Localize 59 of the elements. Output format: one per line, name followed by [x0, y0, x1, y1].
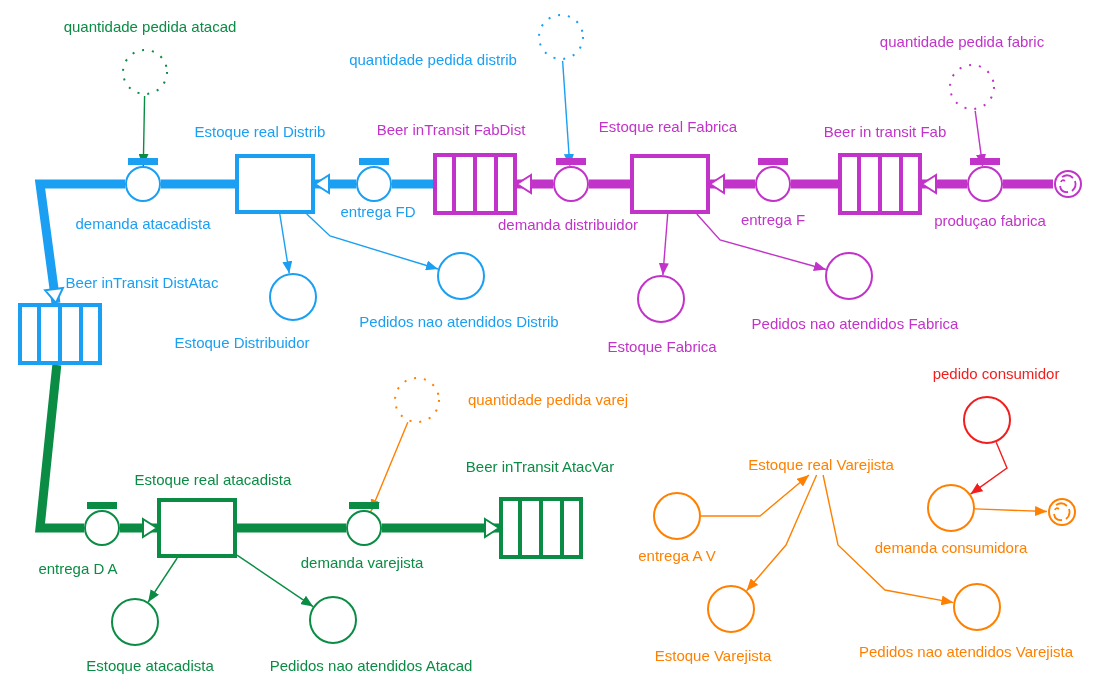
variable-label: Pedidos nao atendidos Fabrica — [751, 315, 959, 333]
variable-label: Beer inTransit AtacVar — [465, 458, 615, 476]
link-arrow — [279, 213, 293, 274]
variable-label: entrega F — [740, 211, 806, 229]
flow-pipe — [314, 174, 356, 194]
variable-label: Beer inTransit DistAtac — [65, 274, 219, 292]
flow-pipe — [1003, 179, 1053, 189]
flow-pipe — [516, 174, 553, 194]
variable-label: Estoque atacadista — [86, 657, 214, 675]
link-arrow — [822, 474, 955, 606]
link-arrow — [370, 421, 409, 513]
link-arrow — [700, 474, 810, 517]
link-arrow — [147, 557, 178, 603]
flow-pipe — [921, 174, 967, 194]
variable-label: Beer inTransit FabDist — [376, 121, 526, 139]
link-arrow — [561, 60, 574, 167]
flow-pipe — [382, 518, 500, 538]
flow-pipe — [392, 179, 433, 189]
variable-label: Pedidos nao atendidos Atacad — [269, 657, 473, 675]
link-arrow — [745, 474, 818, 592]
flow-pipe — [237, 523, 346, 533]
variable-label: demanda distribuidor — [497, 216, 639, 234]
flow-pipe — [589, 179, 630, 189]
variable-label: Pedidos nao atendidos Distrib — [359, 313, 559, 331]
variable-label: Estoque real atacadista — [134, 471, 292, 489]
link-arrow — [974, 506, 1048, 517]
variable-label: Estoque real Distrib — [194, 123, 326, 141]
variable-label: demanda atacadista — [75, 215, 211, 233]
link-arrow — [306, 213, 439, 271]
variable-label: entrega FD — [340, 203, 416, 221]
flow-pipe — [35, 364, 84, 533]
link-arrow — [138, 95, 149, 167]
variable-label: Estoque Distribuidor — [174, 334, 310, 352]
flow-pipe — [34, 179, 125, 304]
link-arrow — [658, 213, 669, 276]
variable-label: Beer in transit Fab — [823, 123, 947, 141]
variable-label: entrega A V — [638, 547, 716, 565]
variable-label: entrega D A — [38, 560, 118, 578]
variable-label: demanda varejista — [300, 554, 424, 572]
link-arrow — [236, 554, 314, 608]
variable-label: produçao fabrica — [934, 212, 1046, 230]
variable-label: Estoque real Fabrica — [598, 118, 738, 136]
flow-pipe — [791, 179, 838, 189]
variable-label: quantidade pedida distrib — [349, 51, 517, 69]
variable-label: quantidade pedida fabric — [879, 33, 1045, 51]
variable-label: pedido consumidor — [932, 365, 1060, 383]
variable-label: quantidade pedida atacad — [63, 18, 237, 36]
link-arrow — [696, 213, 827, 272]
variable-label: Estoque real Varejista — [748, 456, 894, 474]
flow-pipe — [161, 179, 235, 189]
link-arrow — [974, 110, 986, 167]
variable-label: quantidade pedida varej — [467, 391, 629, 409]
variable-label: demanda consumidora — [874, 539, 1028, 557]
flow-pipe — [120, 518, 158, 538]
link-arrow — [969, 441, 1008, 495]
flow-pipe — [709, 174, 755, 194]
variable-label: Pedidos nao atendidos Varejista — [859, 643, 1073, 661]
variable-label: Estoque Fabrica — [607, 338, 717, 356]
variable-label: Estoque Varejista — [654, 647, 772, 665]
